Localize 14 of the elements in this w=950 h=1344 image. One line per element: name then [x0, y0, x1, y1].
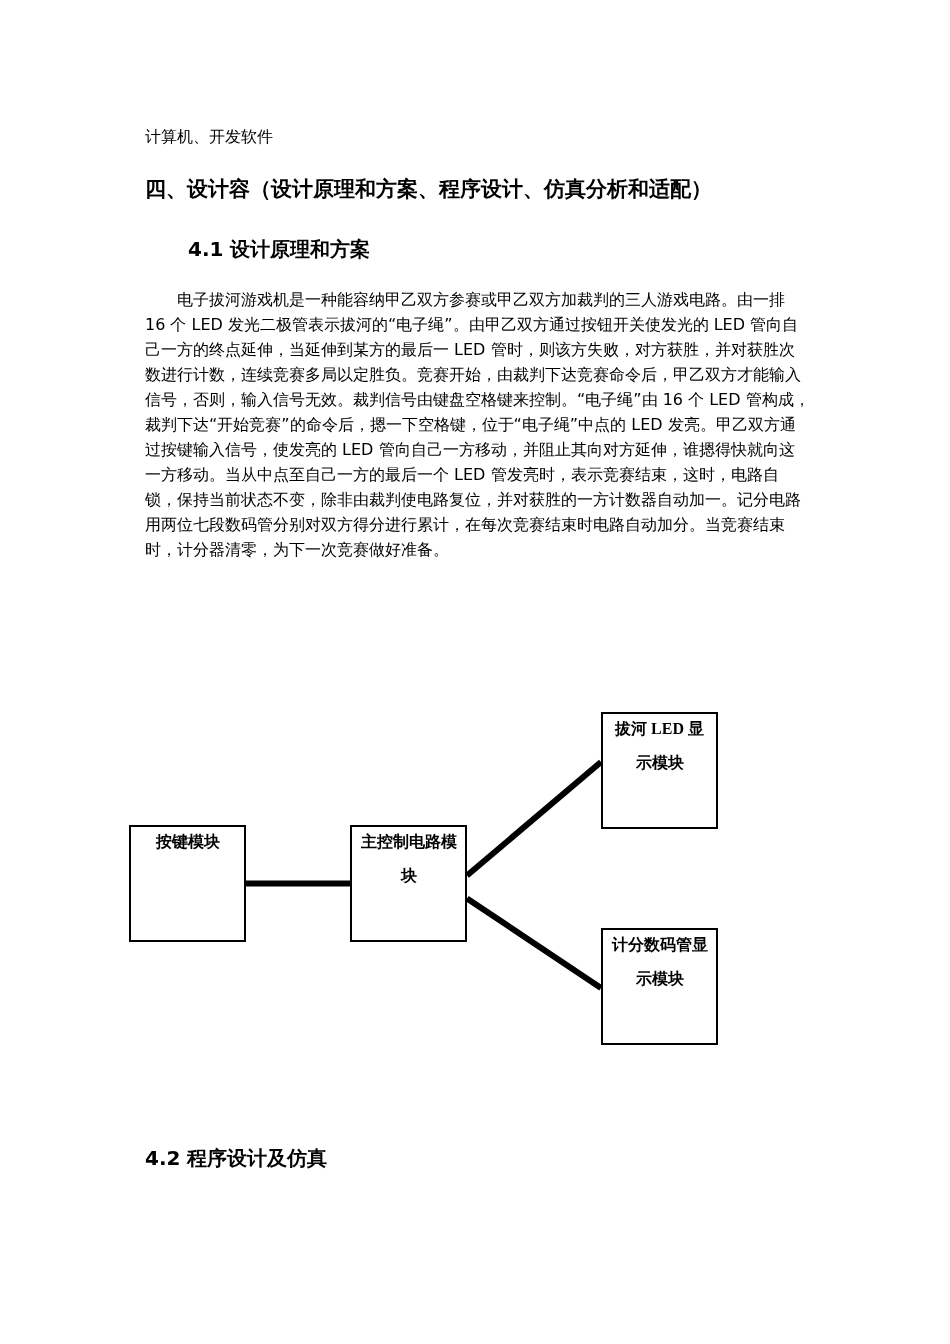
subsection-heading: 4.1 设计原理和方案	[188, 236, 372, 263]
module-label: 按键模块	[154, 832, 221, 852]
module-box	[129, 825, 246, 942]
module-label: 计分数码管显示模块	[610, 935, 709, 989]
paragraph: 电子拔河游戏机是一种能容纳甲乙双方参赛或甲乙双方加裁判的三人游戏电路。由一排 16 个 LED 发光二极管表示拔河的“电子绳”。由甲乙双方通过按钮开关使发光的 LED 管向自己一方的终点延伸，当延伸到某方的最后一 LED 管时，则该方失败，对方获胜，并对获胜次数进行计数，连续竞赛多局以定胜负。竞赛开始，由裁判下达竞赛命令后，甲乙双方才能输入信号，否则，输入信号无效。裁判信号由键盘空格键来控制。“电子绳”由 16 个 LED 管构成，裁判下达“开始竞赛”的命令后，摁一下空格键，位于“电子绳”中点的 LED 发亮。甲乙双方通过按键输入信号，使发亮的 LED 管向自己一方移动，并阻止其向对方延伸，谁摁得快就向这一方移动。当从中点至自己一方的最后一个 LED 管发亮时，表示竞赛结束，这时，电路自锁，保持当前状态不变，除非由裁判使电路复位，并对获胜的一方计数器自动加一。记分电路用两位七段数码管分别对双方得分进行累计，在每次竞赛结束时电路自动加分。当竞赛结束时，计分器清零，为下一次竞赛做好准备。	[145, 289, 810, 561]
body-text: 计算机、开发软件	[145, 127, 274, 148]
connector-line	[246, 880, 350, 887]
module-box	[601, 928, 718, 1045]
module-box	[601, 712, 718, 829]
module-label: 主控制电路模块	[359, 832, 458, 886]
module-box	[350, 825, 467, 942]
module-label: 拔河 LED 显示模块	[613, 719, 705, 773]
subsection-heading: 4.2 程序设计及仿真	[145, 1145, 329, 1172]
section-heading: 四、设计容（设计原理和方案、程序设计、仿真分析和适配）	[145, 176, 713, 203]
